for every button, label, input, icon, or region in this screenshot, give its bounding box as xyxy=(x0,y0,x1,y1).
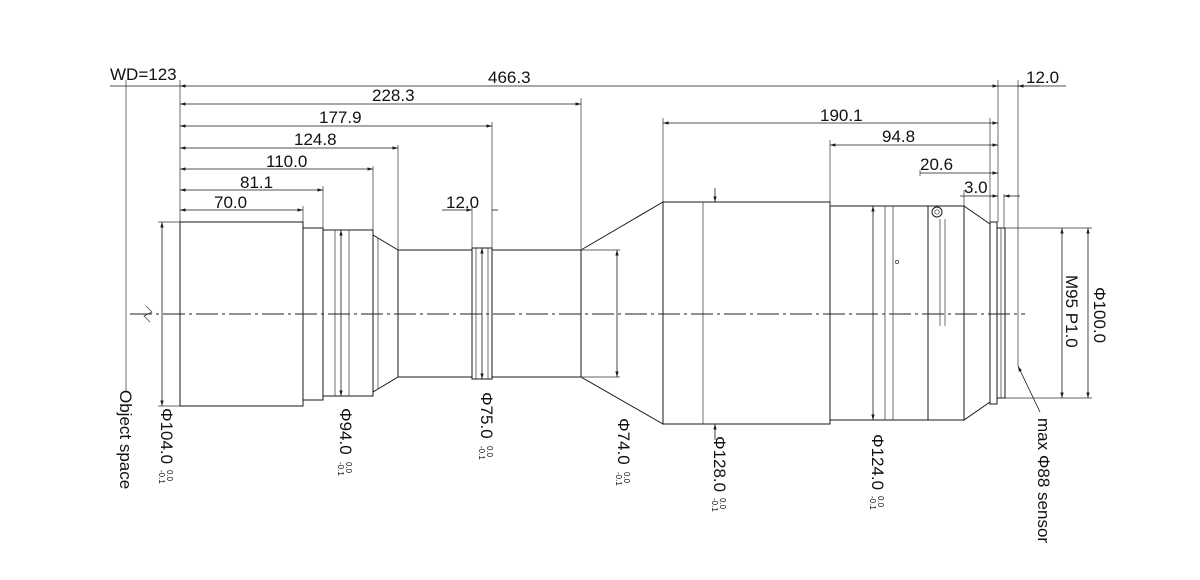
flange-length-label: 12.0 xyxy=(1026,68,1059,87)
dia-128-tol-upper: 0.0 xyxy=(718,498,727,510)
dim-110-0: 110.0 xyxy=(266,152,307,171)
section-dia94 xyxy=(322,229,374,397)
dia-74-tol-lower: -0.1 xyxy=(614,472,623,486)
break-symbol xyxy=(143,305,153,323)
lens-body xyxy=(179,201,1006,425)
dim-124-8: 124.8 xyxy=(294,130,337,149)
dia-128-tol-lower: -0.1 xyxy=(710,498,719,512)
dim-3-0: 3.0 xyxy=(964,178,988,197)
dim-81-1: 81.1 xyxy=(240,173,273,192)
cone xyxy=(580,201,664,425)
dia-128: Φ128.0 xyxy=(710,436,729,492)
total-length-label: 466.3 xyxy=(488,68,531,87)
dim-190-1: 190.1 xyxy=(820,106,863,125)
sensor-label: max Φ88 sensor xyxy=(1034,418,1053,543)
dim-20-6: 20.6 xyxy=(920,155,953,174)
dim-70-0: 70.0 xyxy=(214,193,247,212)
horizontal-dimensions: WD=123 466.3 12.0 228.3 177.9 124.8 110.… xyxy=(110,65,1066,212)
annotations: max Φ88 sensor Object space xyxy=(116,228,1053,543)
wd-label: WD=123 xyxy=(110,65,177,84)
extension-lines xyxy=(125,80,1092,399)
dim-177-9: 177.9 xyxy=(319,108,362,127)
dia-124-tol-upper: 0.0 xyxy=(876,496,885,508)
dia-94: Φ94.0 xyxy=(336,408,355,455)
dia-75-tol-upper: 0.0 xyxy=(485,446,494,458)
dia-74-tol-upper: 0.0 xyxy=(622,472,631,484)
large-barrel xyxy=(662,201,831,425)
dia-75-tol-lower: -0.1 xyxy=(477,446,486,460)
dia-74: Φ74.0 xyxy=(614,418,633,465)
dim-228-3: 228.3 xyxy=(372,86,415,105)
dia-104-tol-upper: 0.0 xyxy=(165,470,174,482)
sensor-leader xyxy=(1017,365,1041,413)
dim-12-0-mid: 12.0 xyxy=(446,193,479,212)
dia-124: Φ124.0 xyxy=(868,434,887,490)
dia-94-tol-lower: -0.1 xyxy=(336,462,345,476)
rear-barrel xyxy=(829,205,929,421)
lock-screw-icon xyxy=(931,206,943,218)
dia-104: Φ104.0 xyxy=(157,408,176,464)
dim-94-8: 94.8 xyxy=(882,127,915,146)
flange xyxy=(989,221,998,405)
rear-taper xyxy=(963,205,991,421)
object-space-label: Object space xyxy=(116,390,135,489)
locking-ring xyxy=(927,205,965,421)
dia-94-tol-upper: 0.0 xyxy=(344,462,353,474)
thread-label: M95 P1.0 xyxy=(1062,275,1081,348)
dia-104-tol-lower: -0.1 xyxy=(157,470,166,484)
taper-1 xyxy=(372,234,399,393)
diameter-dimensions: Φ104.0 0.0 -0.1 Φ94.0 0.0 -0.1 Φ75.0 0.0… xyxy=(157,188,1109,512)
dia-124-tol-lower: -0.1 xyxy=(868,496,877,510)
dia-75: Φ75.0 xyxy=(477,392,496,439)
mount-diameter-label: Φ100.0 xyxy=(1090,287,1109,343)
